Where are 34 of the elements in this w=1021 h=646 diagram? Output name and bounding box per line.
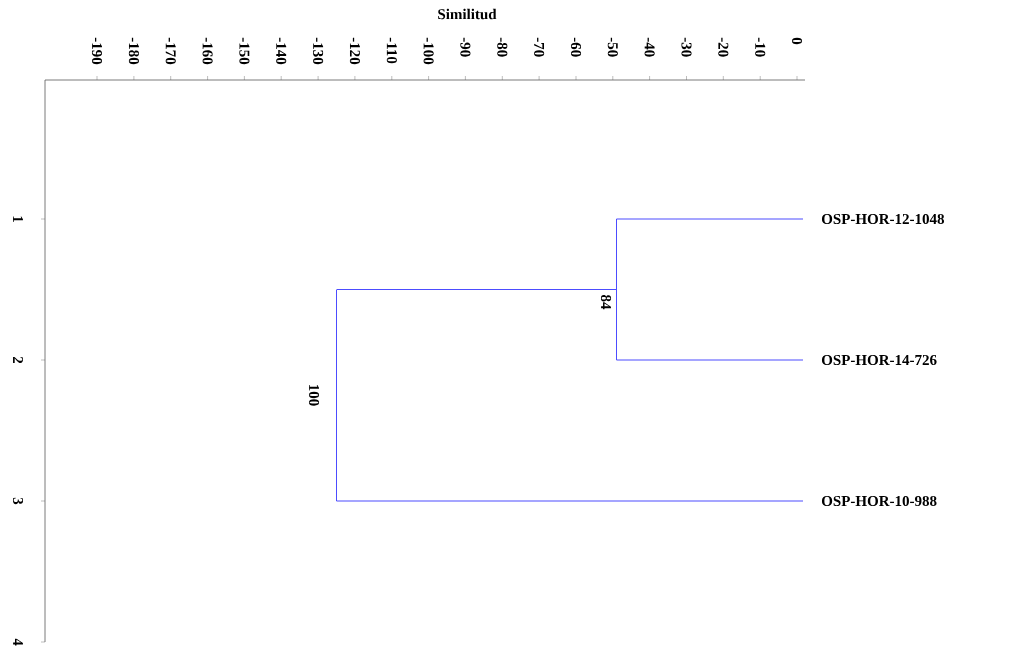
tick-label: -20 [718, 37, 729, 57]
tick-label: -170 [165, 37, 176, 65]
tick-label: -50 [607, 37, 618, 57]
tick-label: -110 [386, 37, 397, 64]
tick-label: -90 [460, 37, 471, 57]
tick-label: -70 [534, 37, 545, 57]
dendrogram-branch [616, 359, 804, 361]
tick-label: -60 [570, 37, 582, 57]
tick-label: -130 [313, 37, 324, 65]
bootstrap-value: 100 [308, 384, 320, 406]
tick-label: -30 [681, 37, 692, 57]
tick-label: -150 [239, 37, 250, 65]
dendrogram-branch [336, 500, 804, 502]
tick-label: 2 [13, 356, 23, 364]
tick-label: 3 [12, 497, 24, 505]
dendrogram-branch [616, 218, 804, 220]
tick-label: -160 [202, 37, 213, 65]
tick-label: -40 [644, 37, 655, 57]
dendrogram-branch [336, 289, 617, 290]
tick-label: -120 [349, 37, 360, 65]
tick-label: -100 [423, 37, 434, 65]
tick-label: -80 [497, 37, 508, 57]
tick-label: 0 [791, 37, 803, 45]
leaf-label: OSP-HOR-12-1048 [821, 213, 945, 225]
bootstrap-value: 84 [600, 295, 612, 310]
tick-label: 1 [13, 216, 23, 222]
tick-label: -10 [755, 37, 766, 57]
tick-label: -190 [91, 37, 103, 65]
tick-label: -180 [128, 37, 139, 65]
tick-label: -140 [276, 37, 287, 65]
leaf-label: OSP-HOR-14-726 [821, 354, 937, 366]
tick-label: 4 [13, 638, 23, 646]
axis-title: Similitud [438, 8, 497, 20]
leaf-label: OSP-HOR-10-988 [821, 495, 937, 507]
